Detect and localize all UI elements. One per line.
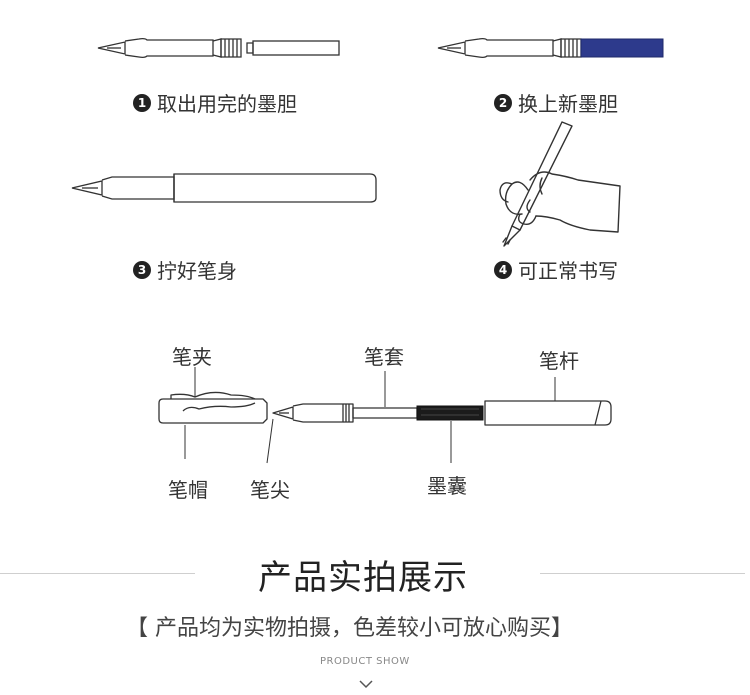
step-1: 1 取出用完的墨胆 [133, 88, 297, 117]
step-4: 4 可正常书写 [494, 255, 618, 284]
barrel-label: 笔杆 [539, 349, 579, 373]
cartridge-label: 墨囊 [427, 474, 467, 498]
step-3: 3 拧好笔身 [133, 255, 237, 284]
step-3-label: 拧好笔身 [157, 259, 237, 283]
chevron-down-icon [359, 680, 373, 689]
step-number-badge: 4 [494, 260, 512, 279]
hand-writing-icon [499, 121, 621, 247]
step-number-badge: 2 [494, 93, 512, 112]
step3-illustration [71, 173, 377, 203]
pen-parts-diagram [158, 367, 612, 464]
step2-illustration [437, 38, 664, 58]
section-subtitle: 【 产品均为实物拍摄，色差较小可放心购买】 [126, 616, 573, 641]
divider-left [0, 573, 195, 574]
step-number-badge: 3 [133, 260, 151, 279]
nib-label: 笔尖 [250, 478, 290, 502]
sleeve-label: 笔套 [364, 345, 404, 369]
section-en-caption: PRODUCT SHOW [320, 656, 410, 667]
clip-label: 笔夹 [172, 345, 212, 369]
step-4-label: 可正常书写 [518, 259, 618, 283]
divider-right [540, 573, 745, 574]
step-2-label: 换上新墨胆 [518, 92, 618, 116]
step1-illustration [97, 38, 340, 58]
step-2: 2 换上新墨胆 [494, 88, 618, 117]
step-1-label: 取出用完的墨胆 [157, 92, 297, 116]
step-number-badge: 1 [133, 93, 151, 112]
section-title: 产品实拍展示 [258, 558, 468, 598]
cap-label: 笔帽 [168, 478, 208, 502]
